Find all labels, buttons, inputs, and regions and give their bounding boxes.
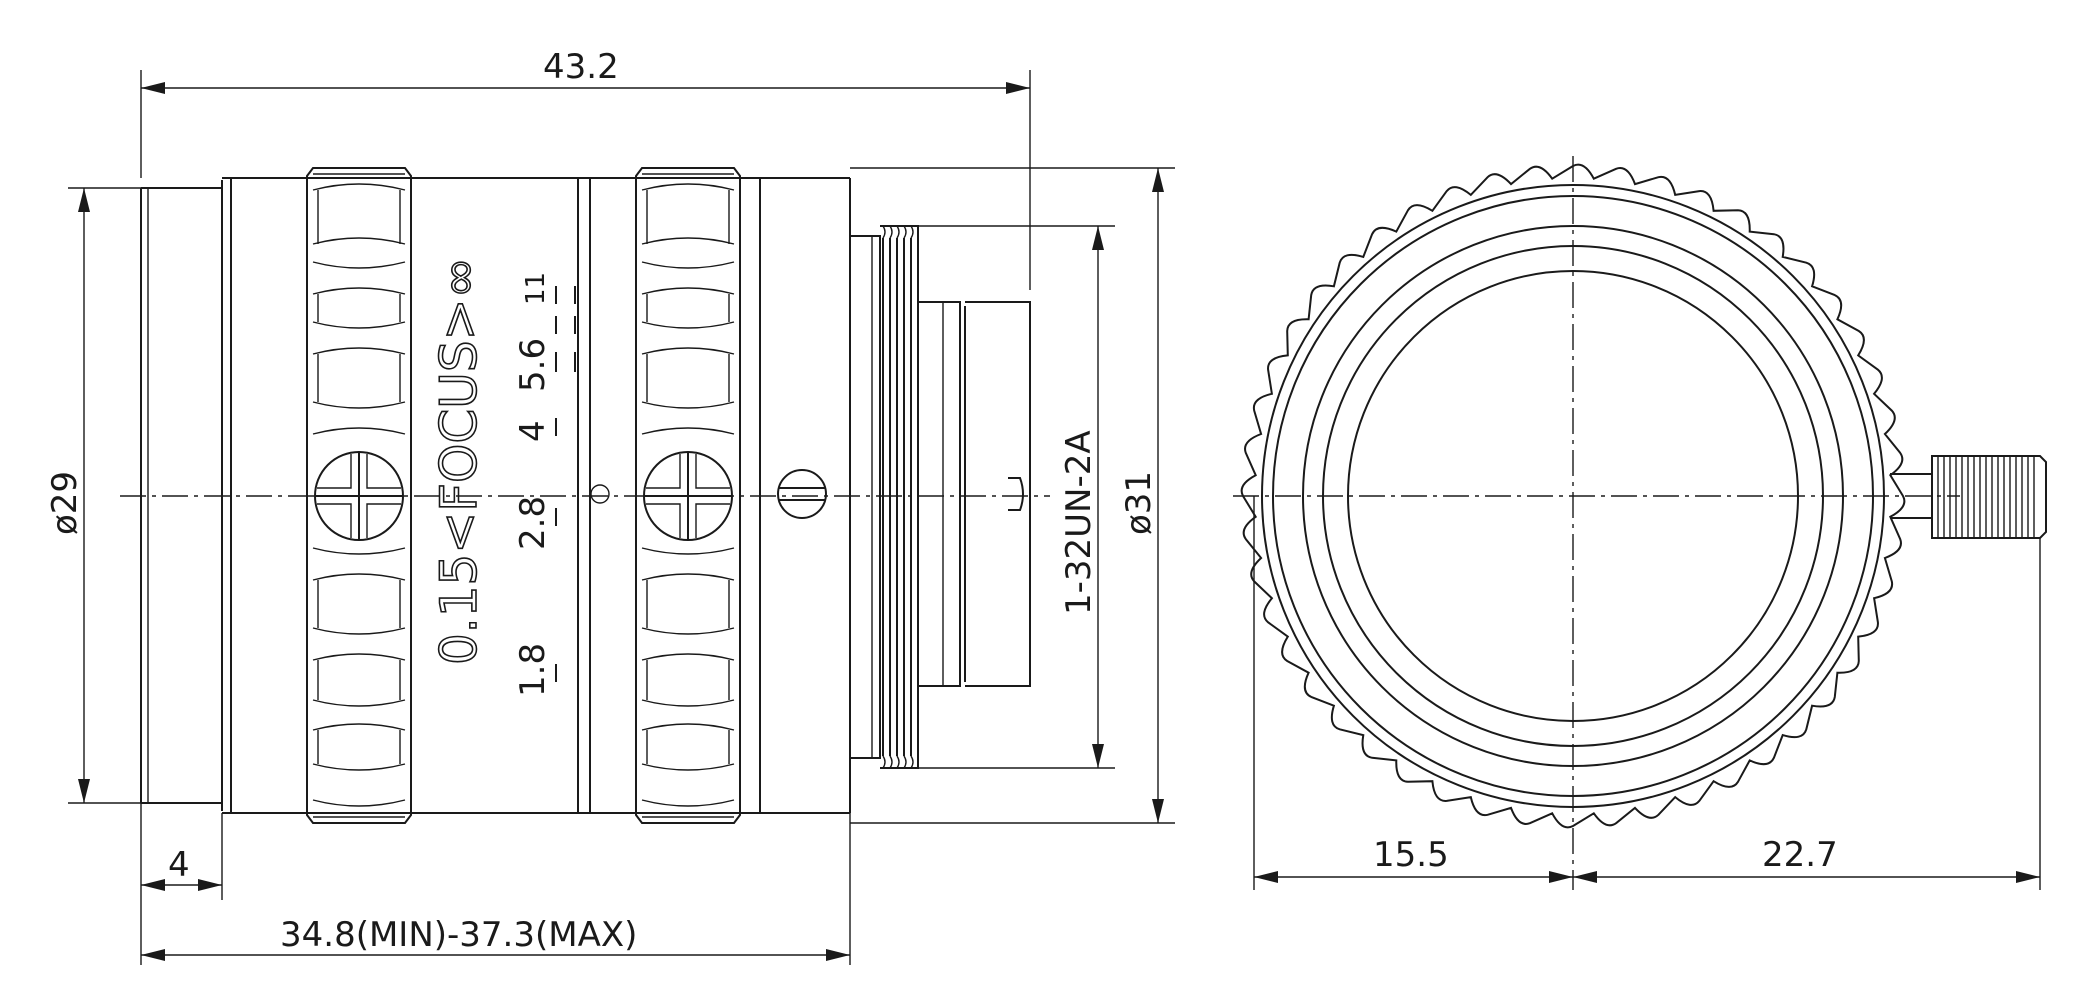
dim-center-to-screw: 22.7 — [1573, 538, 2041, 890]
aperture-scale-ticks — [555, 286, 610, 682]
aperture-label-2-8: 2.8 — [513, 496, 553, 550]
focus-scale-text: 0.15<FOCUS>∞ — [430, 257, 488, 665]
dim-front-step-text: 4 — [168, 845, 190, 885]
dim-front-diameter: ø29 — [45, 187, 141, 804]
aperture-11-text: 11 — [521, 272, 551, 305]
dim-center-to-screw-text: 22.7 — [1762, 835, 1838, 875]
aperture-2-8-text: 2.8 — [513, 496, 553, 550]
dim-body-length: 34.8(MIN)-37.3(MAX) — [141, 813, 851, 965]
dim-body-length-text: 34.8(MIN)-37.3(MAX) — [280, 915, 637, 955]
dim-thread-text: 1-32UN-2A — [1059, 430, 1099, 615]
front-view — [1233, 156, 2047, 890]
aperture-4-text: 4 — [513, 420, 553, 442]
dim-overall-length: 43.2 — [140, 47, 1031, 290]
dim-front-diameter-text: ø29 — [45, 471, 85, 535]
dim-center-to-left: 15.5 — [1253, 496, 1573, 890]
focus-ring — [306, 167, 412, 824]
dim-center-to-left-text: 15.5 — [1373, 835, 1449, 875]
aperture-1-8-text: 1.8 — [513, 643, 553, 697]
dim-body-diameter-text: ø31 — [1119, 471, 1159, 535]
iris-ring — [635, 167, 741, 824]
focus-ring-knurls — [312, 183, 406, 807]
dim-thread: 1-32UN-2A — [918, 225, 1115, 769]
c-mount-thread — [850, 225, 1031, 769]
aperture-5-6-text: 5.6 — [513, 338, 553, 392]
aperture-label-4: 4 — [513, 420, 553, 442]
dim-body-diameter: ø31 — [850, 167, 1175, 824]
side-lock-screw — [1890, 455, 2047, 539]
side-view: 0.15<FOCUS>∞ 1.8 2.8 4 5.6 11 — [120, 167, 1050, 824]
focus-scale-label: 0.15<FOCUS>∞ — [429, 256, 489, 666]
aperture-label-5-6: 5.6 — [513, 338, 553, 392]
iris-ring-knurls — [641, 183, 735, 807]
aperture-label-11: 11 — [521, 272, 551, 305]
dim-front-step: 4 — [140, 803, 223, 965]
aperture-label-1-8: 1.8 — [513, 643, 553, 697]
rear-index-screw — [777, 469, 827, 519]
dimension-lines: 43.2 ø29 ø31 1-32UN-2A — [45, 47, 2041, 965]
dim-overall-length-text: 43.2 — [543, 47, 619, 87]
